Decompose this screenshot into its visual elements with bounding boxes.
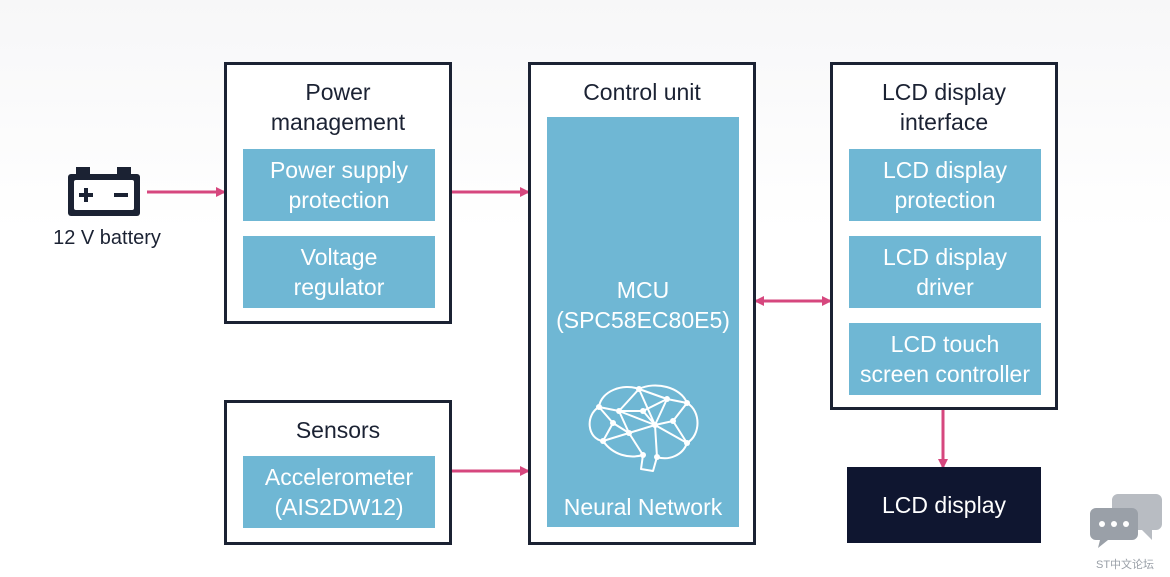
neural-network-label: Neural Network [563, 494, 723, 520]
mcu-block: MCU (SPC58EC80E5) Neural Network [547, 117, 739, 527]
battery-label: 12 V battery [53, 227, 161, 249]
power-management-box: Power management Power supply protection… [224, 62, 452, 324]
control-unit-title: Control unit [583, 79, 701, 105]
battery: 12 V battery [52, 166, 162, 256]
neural-brain-icon [588, 384, 699, 472]
accelerometer-block: Accelerometer (AIS2DW12) [243, 456, 435, 528]
power-supply-protection-block: Power supply protection [243, 149, 435, 221]
sensors-box: Sensors Accelerometer (AIS2DW12) [224, 400, 452, 545]
voltage-regulator-block: Voltage regulator [243, 236, 435, 308]
control-unit-box: Control unit MCU (SPC58EC80E5) Neural Ne… [528, 62, 756, 545]
power-management-title: Power management [270, 79, 406, 135]
lcd-touch-screen-controller-block: LCD touch screen controller [849, 323, 1041, 395]
lcd-display-driver-block: LCD display driver [849, 236, 1041, 308]
watermark-label: ST中文论坛 [1096, 559, 1155, 571]
chat-bubble-icon [1090, 494, 1162, 548]
lcd-display-protection-block: LCD display protection [849, 149, 1041, 221]
lcd-interface-box: LCD display interface LCD display protec… [830, 62, 1058, 410]
battery-icon [68, 167, 140, 216]
mcu-label: MCU (SPC58EC80E5) [556, 277, 730, 333]
lcd-interface-title: LCD display interface [882, 79, 1006, 135]
sensors-title: Sensors [295, 417, 381, 443]
lcd-display-box: LCD display [847, 467, 1041, 543]
